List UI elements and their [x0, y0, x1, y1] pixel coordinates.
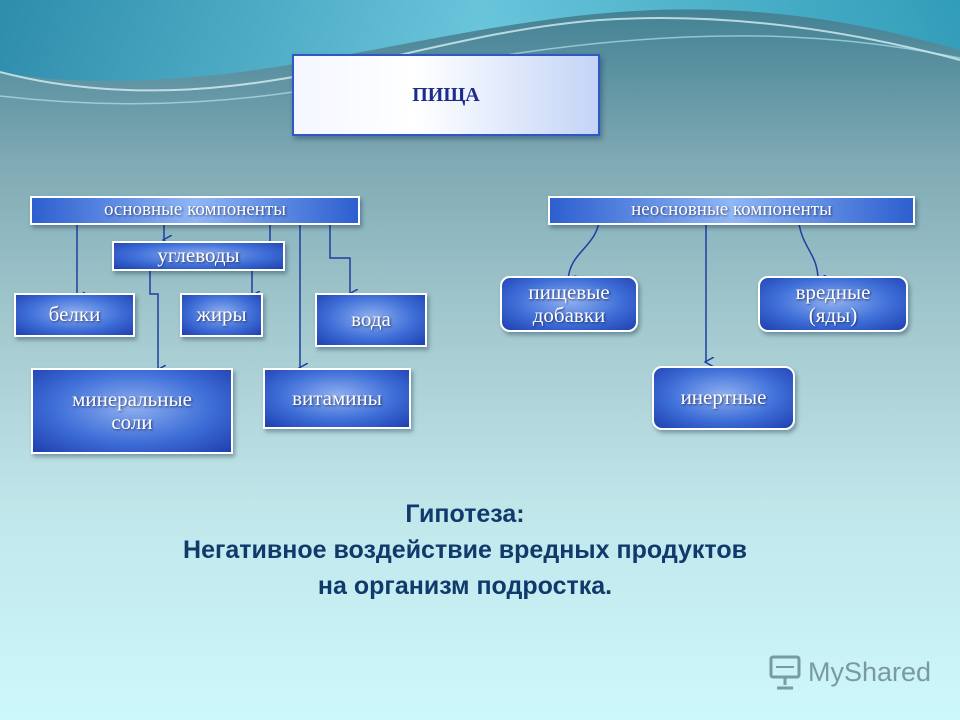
node-additives-line1: пищевые [528, 279, 610, 304]
presentation-screen-icon [769, 655, 801, 690]
arrow-to-minerals [149, 258, 158, 370]
branch-secondary-label: неосновные компоненты [631, 199, 832, 221]
node-harmful-line2: (яды) [808, 303, 858, 327]
node-carbs: углеводы [112, 241, 285, 271]
node-minerals-line2: соли [111, 410, 153, 434]
hypothesis-heading: Гипотеза: [405, 500, 525, 528]
root-node-label: ПИЩА [412, 83, 480, 106]
hypothesis-text: Гипотеза: Негативное воздействие вредных… [80, 496, 850, 604]
branch-main-components: основные компоненты [30, 196, 360, 225]
node-mineral-salts: минеральные соли [31, 368, 233, 454]
node-fats: жиры [180, 293, 263, 337]
node-harmful-line1: вредные [795, 279, 871, 304]
node-inert: инертные [652, 366, 795, 430]
node-additives-line2: добавки [532, 303, 606, 327]
hypothesis-line-2: Негативное воздействие вредных продуктов [183, 536, 747, 564]
myshared-logo: MyShared [768, 652, 931, 692]
node-harmful: вредные (яды) [758, 276, 908, 332]
node-food-additives: пищевые добавки [500, 276, 638, 332]
node-vitamins-label: витамины [292, 385, 382, 410]
branch-secondary-components: неосновные компоненты [548, 196, 915, 225]
node-inert-label: инертные [680, 385, 767, 410]
node-vitamins: витамины [263, 368, 411, 429]
hypothesis-line-3: на организм подростка. [317, 572, 613, 600]
logo-text: MyShared [808, 656, 932, 687]
node-proteins: белки [14, 293, 135, 337]
node-carbs-label: углеводы [157, 243, 240, 268]
root-node-food: ПИЩА [292, 54, 600, 136]
node-fats-label: жиры [196, 302, 247, 327]
node-minerals-line1: минеральные [72, 386, 192, 411]
branch-main-label: основные компоненты [103, 199, 287, 221]
node-water-label: вода [351, 307, 391, 332]
node-proteins-label: белки [48, 302, 101, 327]
node-water: вода [315, 293, 427, 347]
